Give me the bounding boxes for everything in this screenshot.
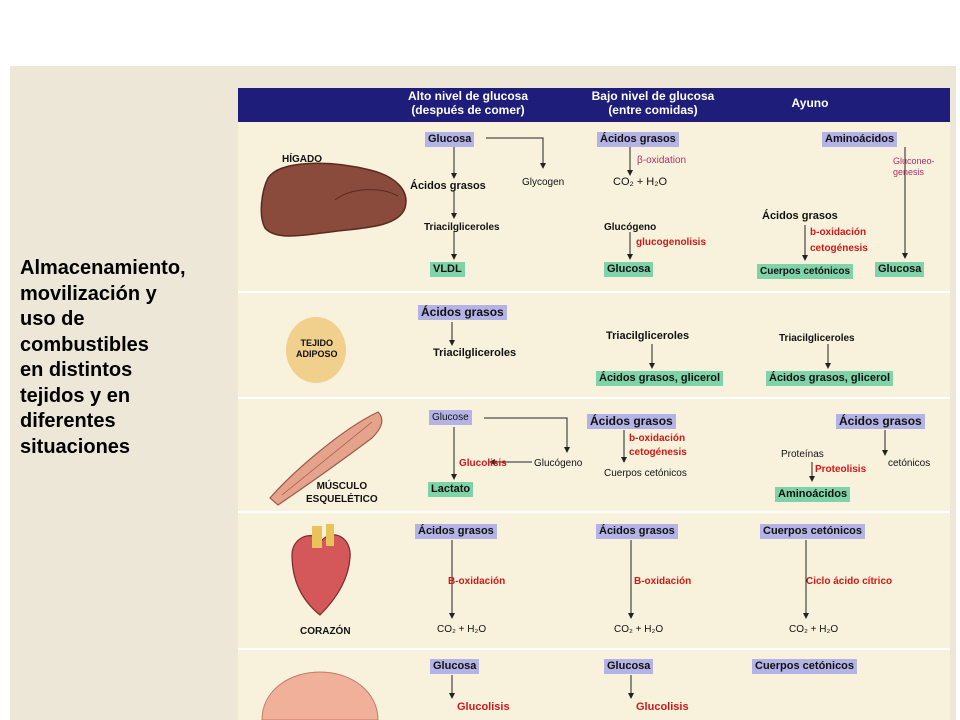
brain-c1-step: Glucolisis (457, 701, 510, 713)
adipose-c2-end: Ácidos grasos, glicerol (596, 371, 724, 386)
muscle-c3-start: Ácidos grasos (836, 414, 925, 429)
side-title-line: diferentes (20, 410, 116, 432)
header-line: (entre comidas) (608, 103, 698, 117)
row-divider (238, 397, 950, 399)
muscle-c3-end: Aminoácidos (775, 487, 851, 502)
side-title-line: en distintos (20, 359, 133, 381)
liver-c2-product: CO₂ + H₂O (613, 176, 668, 188)
liver-c1-glycogen: Glycogen (522, 177, 565, 188)
header-fasting: Ayuno (791, 96, 829, 110)
organ-label-adipose: TEJIDO ADIPOSO (296, 338, 338, 360)
header-low-glucose: Bajo nivel de glucosa (entre comidas) (577, 89, 729, 117)
liver-c3-fa: Ácidos grasos (762, 210, 838, 222)
muscle-label-line: MÚSCULO (316, 481, 368, 492)
adipose-c3-start: Triacilgliceroles (779, 333, 855, 344)
heart-c1-start: Ácidos grasos (415, 524, 497, 539)
muscle-label-line: ESQUELÉTICO (306, 494, 378, 505)
organ-label-heart: CORAZÓN (300, 626, 351, 637)
liver-c3-step1: b-oxidación (810, 227, 867, 238)
muscle-c1-start: Glucose (429, 410, 472, 425)
liver-c2-end: Glucosa (604, 262, 654, 277)
heart-c3-end: CO₂ + H₂O (789, 624, 839, 635)
side-title-line: uso de (20, 308, 85, 330)
brain-c2-step: Glucolisis (636, 701, 689, 713)
adipose-label-line: TEJIDO (300, 338, 334, 348)
muscle-c2-start: Ácidos grasos (587, 414, 676, 429)
adipose-label-line: ADIPOSO (296, 349, 338, 359)
row-divider (238, 648, 950, 650)
liver-c3-gng: Gluconeo- genesis (893, 156, 935, 178)
row-divider (238, 511, 950, 513)
column-header-bar (238, 88, 950, 122)
muscle-c1-glycogen: Glucógeno (534, 458, 583, 469)
adipose-c1-end: Triacilgliceroles (433, 347, 517, 359)
heart-c2-start: Ácidos grasos (596, 524, 678, 539)
muscle-c3-ketones: cetónicos (888, 458, 931, 469)
liver-c3-end: Glucosa (875, 262, 925, 277)
muscle-c1-step: Glucolisis (459, 458, 507, 469)
header-line: (después de comer) (411, 103, 525, 117)
muscle-c3-proteins: Proteínas (781, 449, 824, 460)
side-title-line: tejidos y en (20, 384, 131, 407)
side-title: Almacenamiento, movilización y uso de co… (20, 256, 235, 460)
brain-c1-start: Glucosa (430, 659, 480, 674)
liver-c2-glycogen: Glucógeno (604, 222, 657, 233)
brain-c2-start: Glucosa (604, 659, 654, 674)
liver-c1-fa: Ácidos grasos (410, 180, 486, 192)
side-title-line: Almacenamiento, (20, 257, 186, 279)
liver-c3-start: Aminoácidos (822, 132, 898, 147)
gng-line: genesis (893, 167, 925, 177)
liver-c2-start: Ácidos grasos (597, 132, 679, 147)
heart-c3-start: Cuerpos cetónicos (760, 524, 866, 539)
adipose-c1-start: Ácidos grasos (418, 305, 507, 320)
liver-c1-end: VLDL (430, 262, 465, 277)
liver-c2-step2: glucogenolisis (636, 237, 707, 248)
row-divider (238, 291, 950, 293)
header-high-glucose: Alto nivel de glucosa (después de comer) (392, 89, 544, 117)
header-line: Alto nivel de glucosa (407, 89, 529, 103)
liver-c2-step: β-oxidation (637, 155, 687, 166)
heart-c1-end: CO₂ + H₂O (437, 624, 487, 635)
liver-c3-ketones: Cuerpos cetónicos (757, 264, 854, 279)
muscle-c1-end: Lactato (428, 482, 474, 497)
adipose-c3-end: Ácidos grasos, glicerol (766, 371, 894, 386)
organ-label-liver: HÍGADO (282, 154, 322, 165)
muscle-c3-step: Proteolisis (815, 464, 867, 475)
heart-c2-end: CO₂ + H₂O (614, 624, 664, 635)
adipose-c2-start: Triacilgliceroles (606, 330, 690, 342)
side-title-line: situaciones (20, 435, 131, 458)
muscle-c2-step1: b-oxidación (629, 433, 686, 444)
liver-c3-step2: cetogénesis (810, 243, 868, 254)
header-line: Bajo nivel de glucosa (591, 89, 715, 103)
heart-c3-step: Ciclo ácido cítrico (806, 576, 893, 587)
brain-c3-start: Cuerpos cetónicos (752, 659, 858, 674)
heart-c1-step: B-oxidación (448, 576, 506, 587)
side-title-line: movilización y (20, 282, 157, 305)
liver-c1-tag: Triacilgliceroles (424, 222, 500, 233)
gng-line: Gluconeo- (893, 156, 935, 166)
muscle-c2-step2: cetogénesis (629, 447, 687, 458)
organ-label-muscle: MÚSCULO ESQUELÉTICO (306, 480, 378, 506)
muscle-c2-end: Cuerpos cetónicos (604, 468, 687, 479)
side-title-line: combustibles (20, 333, 149, 356)
liver-c1-start: Glucosa (425, 132, 475, 147)
heart-c2-step: B-oxidación (634, 576, 692, 587)
